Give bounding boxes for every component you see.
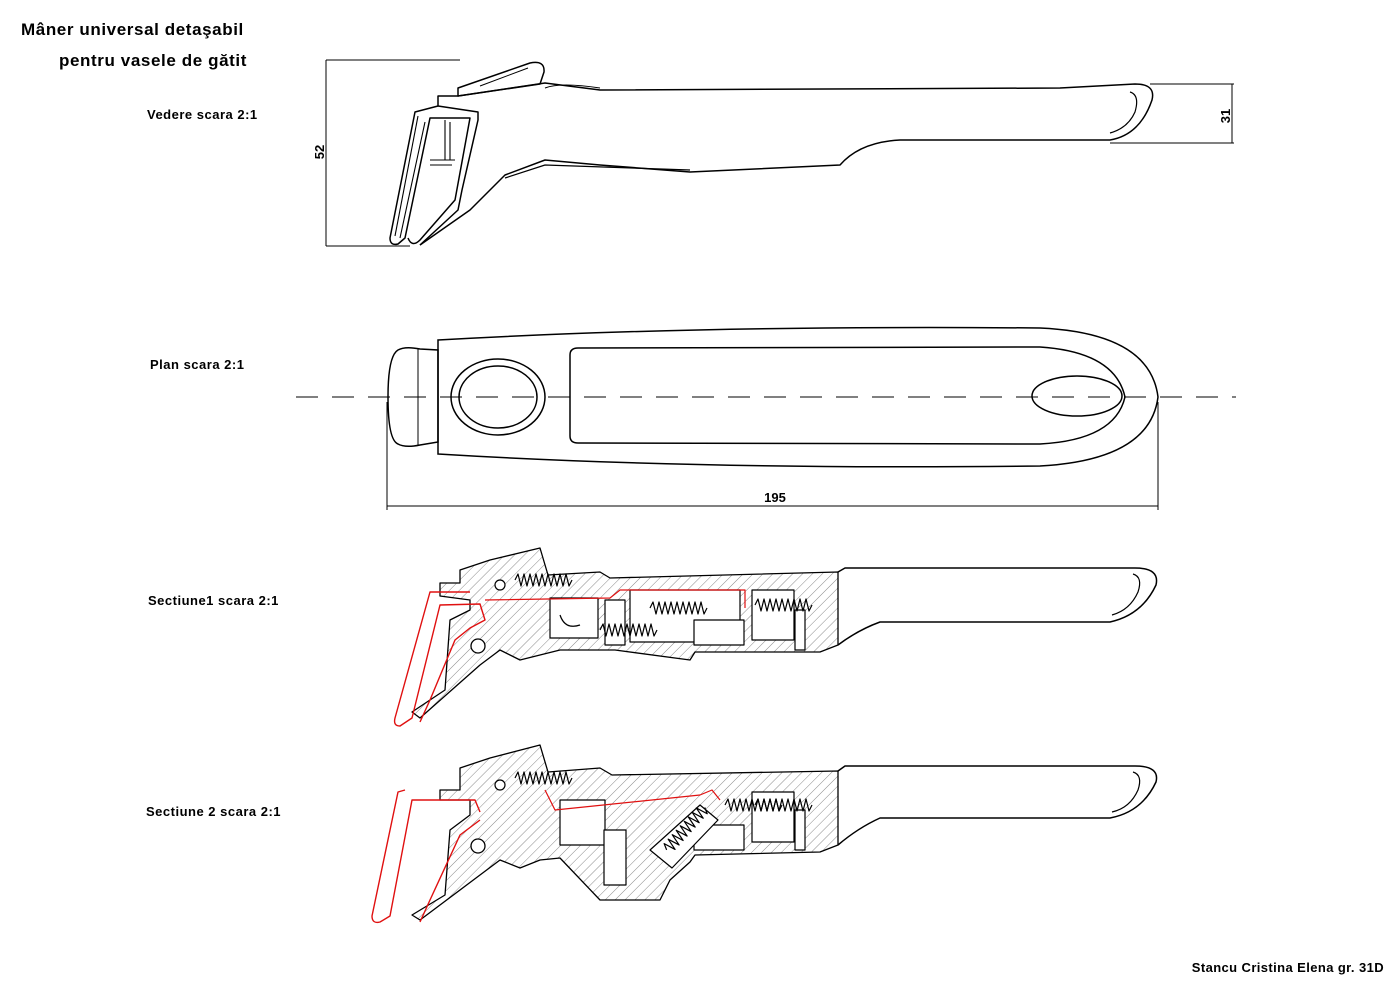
- author-credit: Stancu Cristina Elena gr. 31D: [1191, 960, 1384, 975]
- section-2-label: Sectiune 2 scara 2:1: [146, 804, 282, 819]
- plan-view-drawing: [296, 326, 1236, 468]
- side-view-drawing: [389, 61, 1154, 246]
- plan-view-dimension: [386, 402, 1159, 510]
- grip-panel-outline: [569, 346, 1126, 445]
- end-cap-outline: [387, 346, 439, 448]
- plan-view-label: Plan scara 2:1: [150, 357, 245, 372]
- release-button-outline: [457, 61, 545, 97]
- hanging-ring-outer: [450, 358, 546, 436]
- end-hole-outline: [1031, 375, 1123, 417]
- hanging-ring-inner: [458, 365, 538, 429]
- length-dimension-value: 195: [764, 490, 786, 505]
- side-view-dimensions: [325, 59, 1234, 247]
- drawing-title-line-2: pentru vasele de gătit: [59, 51, 247, 70]
- plan-body-outline: [437, 326, 1159, 468]
- section-2-drawing: [371, 744, 1158, 924]
- section-1-label: Sectiune1 scara 2:1: [148, 593, 279, 608]
- section-1-drawing: [393, 547, 1158, 727]
- drawing-title-line-1: Mâner universal detaşabil: [21, 20, 244, 39]
- height-dimension-value: 52: [312, 145, 327, 159]
- handle-body-outline: [419, 82, 1154, 246]
- side-view-label: Vedere scara 2:1: [147, 107, 258, 122]
- tip-height-dimension-value: 31: [1218, 109, 1233, 123]
